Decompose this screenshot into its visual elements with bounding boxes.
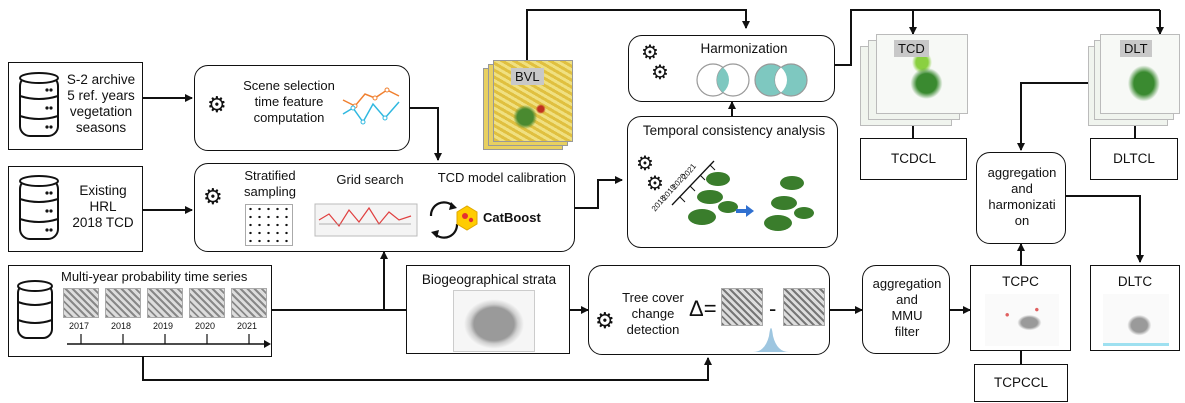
aggh-line-2: and	[1011, 181, 1033, 196]
scene-line-1: Scene selection	[243, 78, 335, 93]
tcd-label: TCD	[894, 40, 929, 57]
hrl-line-2: HRL	[89, 199, 117, 214]
tcpc-label: TCPC	[1002, 274, 1039, 289]
tcpc-box: TCPC	[970, 265, 1071, 351]
scene-line-3: computation	[253, 110, 325, 125]
tcd-image: TCD	[860, 34, 970, 126]
year-label: 2020	[195, 321, 216, 331]
change-line-2: change	[631, 306, 675, 321]
time-series-icon	[342, 87, 400, 125]
temporal-illustration	[671, 160, 814, 231]
s2-archive-box: S-2 archive 5 ref. years vegetation seas…	[8, 62, 143, 150]
change-thumb-b	[783, 288, 825, 326]
gear-icon: ⚙	[207, 92, 227, 117]
change-thumb-a	[721, 288, 763, 326]
harmonization-box: ⚙ ⚙ Harmonization	[628, 35, 835, 102]
scene-selection-box: ⚙ Scene selection time feature computati…	[194, 65, 410, 151]
aggregation-harmonization-box: aggregation and harmonizati on	[976, 152, 1066, 244]
year-thumb-2017	[63, 288, 99, 318]
year-label: 2019	[153, 321, 174, 331]
year-thumb-2019	[147, 288, 183, 318]
s2-line-4: seasons	[75, 120, 127, 135]
temporal-title: Temporal consistency analysis	[642, 123, 826, 138]
year-thumb-2018	[105, 288, 141, 318]
aggh-line-4: on	[1014, 213, 1030, 228]
venn-diagram	[696, 63, 808, 97]
harmonization-title: Harmonization	[700, 41, 788, 56]
sampling-scatter	[245, 204, 293, 246]
distribution-curve	[753, 328, 789, 352]
europe-map	[453, 290, 535, 352]
change-line-3: detection	[626, 322, 680, 337]
gear-icon: ⚙	[636, 153, 654, 175]
tcpccl-label: TCPCCL	[993, 375, 1048, 390]
s2-line-3: vegetation	[69, 104, 133, 119]
agg-line-4: filter	[894, 324, 920, 339]
dltc-label: DLTC	[1117, 274, 1153, 289]
tcpc-map	[985, 294, 1059, 346]
gear-icon: ⚙	[641, 42, 659, 64]
bvl-label: BVL	[511, 68, 544, 85]
hrl-line-3: 2018 TCD	[72, 215, 134, 230]
tcd-calibration-label: TCD model calibration	[437, 170, 567, 185]
multi-year-box: Multi-year probability time series 2017 …	[8, 265, 272, 357]
year-thumb-2021	[231, 288, 267, 318]
tcdcl-box: TCDCL	[860, 138, 967, 180]
change-detection-box: ⚙ Tree cover change detection Δ= -	[588, 265, 830, 355]
dltcl-box: DLTCL	[1090, 138, 1178, 180]
bvl-image: BVL	[483, 60, 573, 150]
multi-year-title: Multi-year probability time series	[61, 269, 248, 284]
biogeo-title: Biogeographical strata	[421, 272, 557, 287]
tcdcl-label: TCDCL	[890, 151, 936, 166]
s2-line-1: S-2 archive	[66, 72, 136, 87]
biogeo-box: Biogeographical strata	[406, 265, 570, 354]
gear-icon: ⚙	[595, 308, 615, 333]
aggh-line-3: harmonizati	[988, 197, 1056, 212]
grid-search-chart	[314, 201, 478, 239]
model-calibration-box: ⚙ Stratified sampling Grid search TCD mo…	[194, 163, 575, 252]
agg-line-1: aggregation	[872, 276, 942, 291]
year-label: 2017	[69, 321, 90, 331]
hrl-line-1: Existing	[79, 183, 127, 198]
dlt-label: DLT	[1120, 40, 1152, 57]
year-thumb-2020	[189, 288, 225, 318]
catboost-label: CatBoost	[483, 210, 541, 225]
dltc-box: DLTC	[1090, 265, 1180, 351]
aggregation-mmu-box: aggregation and MMU filter	[862, 265, 950, 354]
delta-symbol: Δ=	[689, 296, 717, 321]
dltcl-label: DLTCL	[1113, 151, 1155, 166]
agg-line-2: and	[896, 292, 918, 307]
aggh-line-1: aggregation	[987, 165, 1057, 180]
s2-line-2: 5 ref. years	[67, 88, 135, 103]
gear-icon: ⚙	[651, 62, 669, 84]
database-icon	[19, 175, 59, 240]
stratified-label: Stratified	[244, 168, 296, 183]
database-icon	[19, 72, 59, 137]
gear-icon: ⚙	[646, 173, 664, 195]
temporal-consistency-box: Temporal consistency analysis ⚙ ⚙ 2018 2…	[627, 116, 838, 248]
timeline-arrow	[67, 334, 271, 348]
minus-symbol: -	[769, 296, 777, 321]
year-label: 2018	[111, 321, 132, 331]
database-icon	[17, 280, 53, 339]
gear-icon: ⚙	[203, 184, 223, 209]
change-line-1: Tree cover	[622, 290, 684, 305]
grid-search-label: Grid search	[336, 172, 404, 187]
dlt-image: DLT	[1088, 34, 1183, 126]
existing-hrl-box: Existing HRL 2018 TCD	[8, 166, 143, 252]
tcpccl-box: TCPCCL	[974, 364, 1068, 402]
sampling-label: sampling	[243, 184, 297, 199]
year-label: 2021	[237, 321, 258, 331]
scene-line-2: time feature	[254, 94, 324, 109]
agg-line-3: MMU	[891, 308, 923, 323]
dltc-map	[1103, 294, 1169, 346]
